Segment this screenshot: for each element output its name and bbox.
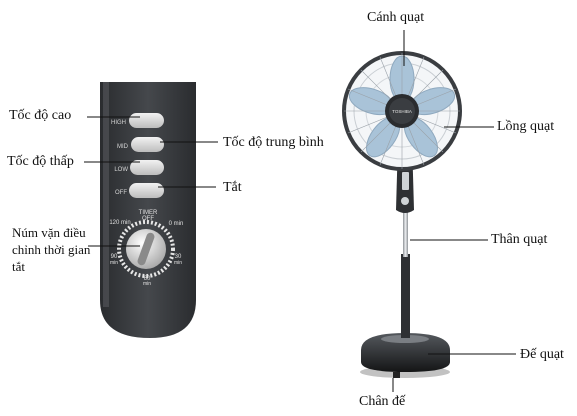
timer-tick-0: 0 min (169, 221, 184, 227)
off-button[interactable] (129, 183, 164, 198)
fan-hub: TOSHIBA (385, 94, 419, 128)
fan-control-buttons (402, 172, 409, 190)
timer-tick-60: 60 (144, 276, 151, 282)
label-num-van: Núm vặn điều chỉnh thời gian tắt (12, 225, 91, 274)
fan-pole-chrome (403, 205, 408, 257)
mid-button[interactable] (131, 137, 164, 152)
button-label-low: LOW (114, 167, 128, 173)
label-chan-de: Chân đế (359, 394, 406, 409)
fan-base (360, 333, 450, 378)
fan-brand-label: TOSHIBA (392, 109, 412, 114)
timer-tick-90: 90 (111, 254, 118, 260)
timer-tick-30: 30 (175, 254, 182, 260)
button-label-high: HIGH (111, 120, 126, 126)
timer-dial-ring (117, 220, 175, 278)
fan-pole-lower (401, 254, 410, 338)
timer-unit-90: min (110, 260, 118, 266)
fan-timer-knob (401, 197, 409, 205)
high-button[interactable] (129, 113, 164, 128)
label-toc-do-trung-binh: Tốc độ trung bình (223, 135, 324, 150)
timer-unit-30: min (174, 260, 182, 266)
timer-unit-60: min (143, 281, 151, 287)
label-long-quat: Lồng quạt (497, 119, 555, 134)
timer-knob-grip (137, 232, 155, 266)
button-label-off: OFF (115, 190, 127, 196)
timer-off-label: OFF (142, 216, 154, 222)
label-canh-quat: Cánh quạt (367, 10, 425, 25)
timer-tick-120: 120 min (109, 220, 130, 226)
label-de-quat: Đế quạt (520, 347, 564, 362)
label-toc-do-cao: Tốc độ cao (9, 108, 72, 123)
label-tat: Tắt (223, 180, 242, 195)
button-label-mid: MID (117, 144, 129, 150)
label-toc-do-thap: Tốc độ thấp (7, 154, 74, 169)
timer-title: TIMER (139, 210, 158, 216)
low-button[interactable] (130, 160, 164, 175)
label-than-quat: Thân quạt (491, 232, 548, 247)
control-panel (100, 82, 196, 338)
